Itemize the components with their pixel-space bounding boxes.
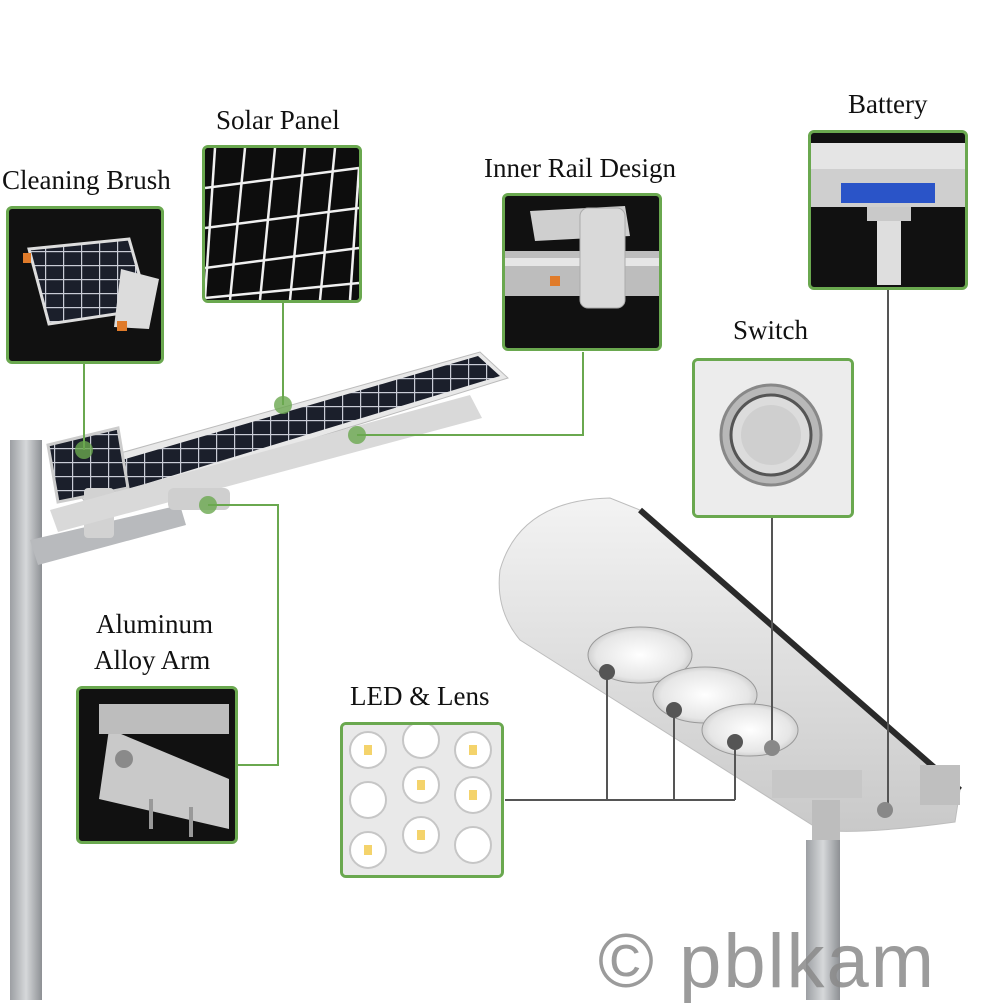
arm-label-line2: Alloy Arm [94, 645, 211, 675]
switch-detail-box [692, 358, 854, 518]
switch-illustration [695, 361, 851, 515]
cleaning-brush-label: Cleaning Brush [2, 165, 171, 195]
cleaning-brush-illustration [23, 237, 159, 331]
led-lens-detail-box [340, 722, 504, 878]
alloy-arm-detail-box [76, 686, 238, 844]
battery-detail-box [808, 130, 968, 290]
arm-label-line1: Aluminum [96, 609, 214, 639]
led-lens-illustration [343, 725, 501, 875]
battery-illustration [811, 143, 965, 285]
callout-dots [75, 396, 893, 818]
switch-label: Switch [733, 315, 809, 345]
left-solar-lamp [46, 351, 509, 538]
inner-rail-detail-box [502, 193, 662, 351]
inner-rail-label: Inner Rail Design [484, 153, 676, 183]
solar-panel-label: Solar Panel [216, 105, 340, 135]
battery-label: Battery [848, 89, 928, 119]
alloy-arm-illustration [99, 704, 229, 837]
connector-lines-gray [505, 290, 889, 810]
inner-rail-illustration [505, 206, 659, 309]
watermark: © pblkam [598, 919, 937, 1004]
led-lens-label: LED & Lens [350, 681, 490, 711]
solar-panel-detail-box [202, 145, 362, 303]
connector-lines-green [83, 302, 584, 766]
solar-panel-illustration [205, 148, 359, 300]
cleaning-brush-detail-box [6, 206, 164, 364]
